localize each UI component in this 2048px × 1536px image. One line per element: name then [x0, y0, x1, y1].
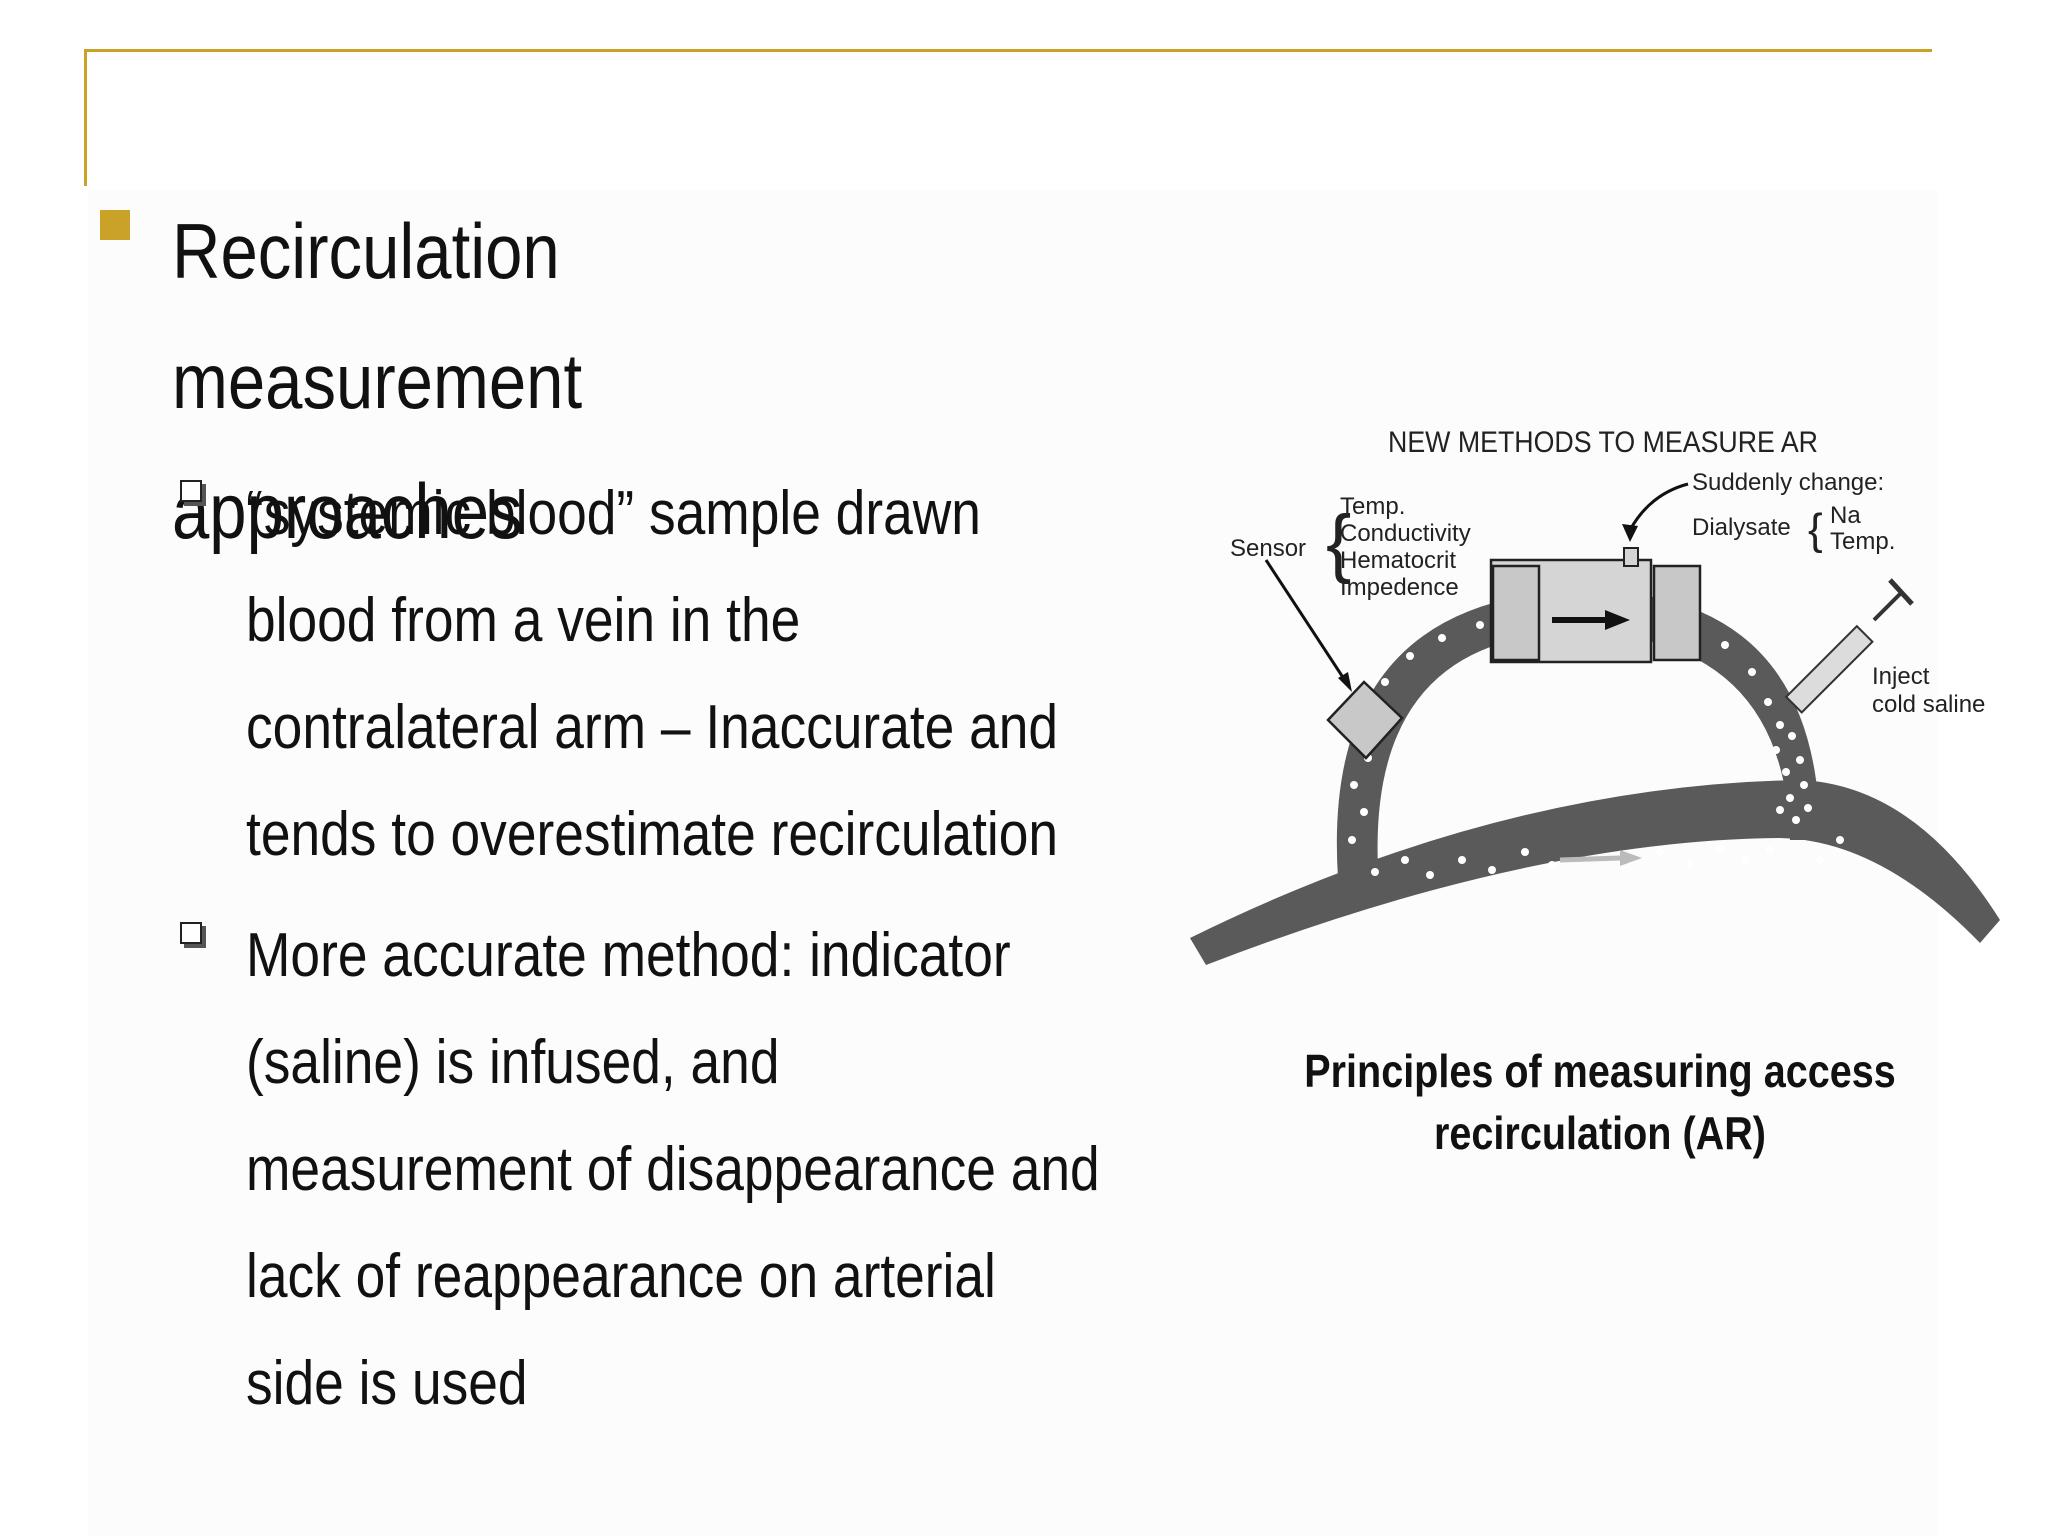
- sensor-label: Sensor: [1230, 535, 1306, 562]
- flow-arrow-icon: [1559, 850, 1642, 866]
- slide-frame-top-rule: [84, 49, 1932, 52]
- blood-vessel-arc: [1190, 780, 2000, 965]
- sensor-param: Temp.: [1340, 493, 1405, 520]
- dialysate-param: Na: [1830, 502, 1861, 529]
- access-recirculation-diagram: NEW METHODS TO MEASURE AR Sensor { Temp.…: [1190, 426, 2000, 965]
- sensor-pointer-arrow: [1264, 559, 1348, 683]
- syringe-icon: [1784, 578, 1914, 714]
- blood-cells: [1348, 614, 1844, 879]
- inject-label: cold saline: [1872, 691, 1985, 718]
- sub-bullet-text: More accurate method: indicator (saline)…: [246, 921, 1100, 1418]
- bullet-square-icon: [100, 210, 130, 240]
- sensor-param: Conductivity: [1340, 520, 1471, 547]
- dialysate-label: Dialysate: [1692, 514, 1791, 541]
- sensor-icon: [1326, 680, 1404, 760]
- sensor-brace-icon: {: [1326, 500, 1351, 585]
- checkbox-bullet-icon: [180, 922, 202, 944]
- dialysate-param: Temp.: [1830, 528, 1895, 555]
- access-loop-arc: [1336, 590, 1820, 878]
- dialyzer-icon: [1489, 547, 1702, 664]
- slide-frame-left-rule: [84, 49, 87, 186]
- figure-caption: Principles of measuring access recircula…: [1304, 1045, 1896, 1159]
- sub-bullet-text: “systemic blood” sample drawn blood from…: [246, 479, 1059, 869]
- checkbox-bullet-icon: [180, 480, 202, 502]
- dialysate-pointer-arrow: [1628, 482, 1689, 531]
- inject-label: Inject: [1872, 663, 1930, 690]
- sensor-param: Impedence: [1340, 574, 1459, 601]
- diagram-title: NEW METHODS TO MEASURE AR: [1388, 426, 1818, 459]
- change-label: Suddenly change:: [1692, 469, 1884, 496]
- sensor-param: Hematocrit: [1340, 547, 1456, 574]
- dialysate-brace-icon: {: [1808, 505, 1823, 554]
- bullet-heading: Recirculation measurement approaches: [172, 207, 583, 555]
